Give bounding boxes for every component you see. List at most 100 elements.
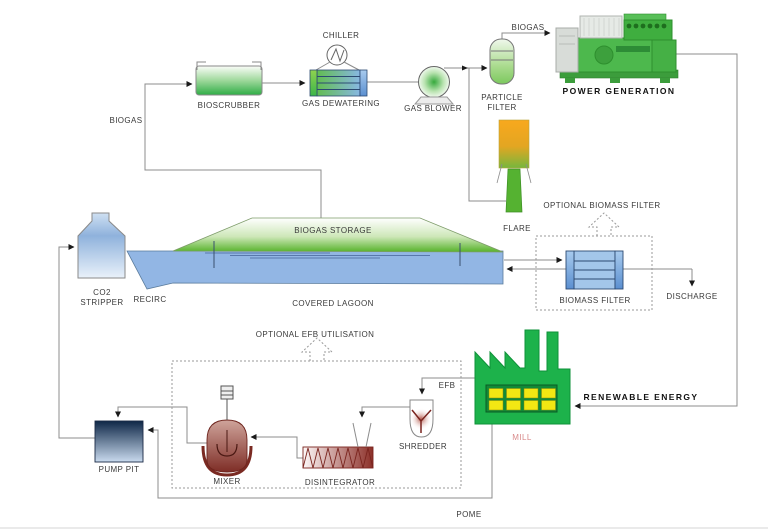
label-stripper: STRIPPER [80, 298, 123, 307]
generator-foot [610, 78, 620, 83]
chiller-coil-glyph [330, 47, 345, 63]
bioscrubber-tank [195, 65, 263, 96]
label-pome: POME [456, 510, 481, 519]
label-biogas-feed: BIOGAS [109, 116, 142, 125]
shredder-blades [411, 409, 432, 433]
diagram-labels: BIOGAS BIOSCRUBBER CHILLER GAS DEWATERIN… [80, 23, 717, 519]
flow-lines [58, 30, 738, 499]
label-renewable-energy: RENEWABLE ENERGY [584, 392, 699, 402]
label-bioscrubber: BIOSCRUBBER [198, 101, 261, 110]
flare-guy-right [525, 163, 532, 184]
biomass-filter-unit [565, 250, 624, 290]
junction-arrowhead [462, 65, 468, 71]
label-flare: FLARE [503, 224, 531, 233]
mixer-motor [220, 385, 234, 400]
gas-train [195, 38, 515, 105]
line-storage-to-bioscrubber [144, 81, 322, 218]
air-filter-slats [583, 18, 620, 36]
bioscrubber-flanges [196, 61, 262, 70]
cylinder-cap [647, 23, 653, 29]
line-shredder-to-disintegrator [359, 406, 410, 418]
generator-head [623, 19, 673, 41]
line-pumppit-to-stripper [58, 244, 95, 439]
generator-flywheel [594, 45, 614, 65]
efb-up-arrow [300, 337, 334, 361]
cylinder-cap [626, 23, 632, 29]
label-gas-blower: GAS BLOWER [404, 104, 462, 113]
label-filter: FILTER [487, 103, 516, 112]
label-optional-efb: OPTIONAL EFB UTILISATION [256, 330, 375, 339]
label-mixer: MIXER [213, 477, 240, 486]
pump-pit [94, 420, 144, 463]
label-power-generation: POWER GENERATION [563, 86, 676, 96]
generator-cabinet [555, 27, 579, 73]
chiller-symbol [326, 44, 348, 66]
biomass-filter-cap-right [614, 250, 624, 290]
biogas-storage-dome [172, 217, 504, 253]
label-discharge: DISCHARGE [666, 292, 717, 301]
mixer-impeller [216, 443, 238, 457]
lagoon-water [126, 250, 504, 290]
flare-guy-left [496, 163, 503, 184]
label-chiller: CHILLER [323, 31, 360, 40]
label-efb: EFB [439, 381, 456, 390]
generator-foot [565, 78, 575, 83]
generator-detail [616, 46, 650, 52]
line-junction-to-flare [468, 68, 506, 202]
label-disintegrator: DISINTEGRATOR [305, 478, 375, 487]
optional-efb-box [171, 360, 462, 489]
chiller-pipe-left [315, 61, 331, 71]
disintegrator-body [302, 446, 374, 469]
label-biogas-to-engine: BIOGAS [511, 23, 544, 32]
gas-blower-base [413, 96, 455, 105]
generator-end [651, 39, 677, 73]
label-shredder: SHREDDER [399, 442, 447, 451]
flare-stem [505, 168, 523, 213]
label-covered-lagoon: COVERED LAGOON [292, 299, 374, 308]
cylinder-cap [661, 23, 667, 29]
disintegrator-unit [302, 422, 374, 469]
generator-foot [660, 78, 670, 83]
funnel-right [365, 422, 372, 448]
biomass-filter-cap-left [565, 250, 575, 290]
gas-dewatering-tubes [317, 76, 360, 90]
cylinder-cap [654, 23, 660, 29]
particle-filter-vessel [489, 38, 515, 85]
gas-dewatering-cap-left [309, 69, 318, 97]
cylinder-cap [633, 23, 639, 29]
label-particle: PARTICLE [481, 93, 523, 102]
label-mill: MILL [512, 433, 532, 442]
line-generator-to-mill-renewable [574, 53, 738, 409]
biomass-up-arrow [587, 212, 621, 236]
mixer-rim [201, 445, 253, 477]
label-biomass-filter: BIOMASS FILTER [559, 296, 630, 305]
label-gas-dewatering: GAS DEWATERING [302, 99, 380, 108]
funnel-left [352, 422, 359, 448]
mill-windows [488, 388, 556, 411]
line-pome-mill-to-pumppit [147, 424, 493, 499]
line-mill-efb-to-shredder [419, 377, 475, 395]
shredder-unit [409, 399, 434, 438]
cylinder-cap [640, 23, 646, 29]
label-recirc: RECIRC [133, 295, 166, 304]
mixer-vessel [201, 385, 253, 477]
optional-biomass-filter-box [535, 235, 653, 311]
gas-dewatering-cap-right [359, 69, 368, 97]
disintegrator-screw [302, 447, 374, 469]
co2-stripper-vessel [77, 212, 126, 279]
line-disintegrator-to-mixer [250, 434, 303, 459]
gas-blower-fan [418, 66, 450, 98]
label-co2: CO2 [93, 288, 111, 297]
optional-sections [171, 212, 653, 489]
generator-top-pipe [623, 13, 667, 21]
line-filter-to-generator [501, 30, 551, 39]
label-biogas-storage: BIOGAS STORAGE [294, 226, 371, 235]
generator-air-filter [579, 15, 623, 39]
biomass-filter-tubes [574, 260, 615, 280]
power-generator-illustration [555, 13, 679, 83]
label-pump-pit: PUMP PIT [99, 465, 140, 474]
flare-assembly [496, 119, 532, 213]
line-mixer-to-pumppit [115, 406, 207, 444]
